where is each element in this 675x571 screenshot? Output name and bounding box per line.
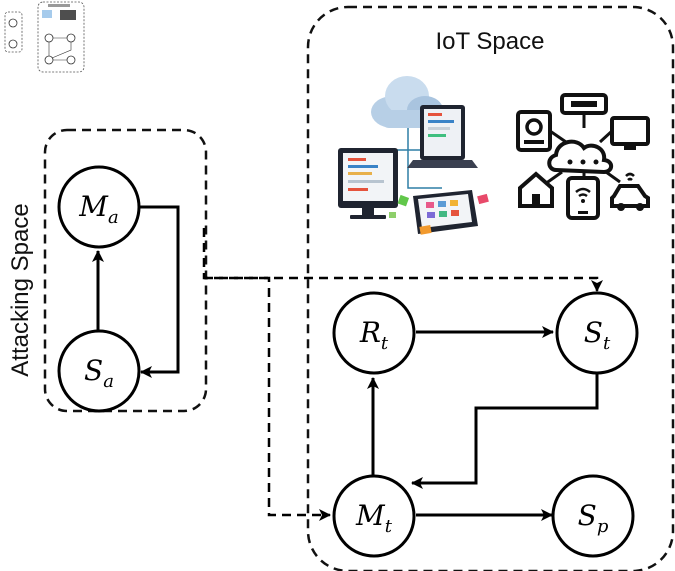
node-sp-sub: p — [597, 516, 609, 537]
svg-text:Rt: Rt — [359, 316, 389, 354]
attacking-space-box — [43, 128, 208, 413]
node-mt[interactable]: Mt — [332, 474, 416, 558]
diagram-thumbnail-icon — [4, 1, 85, 73]
node-rt-sub: t — [381, 333, 389, 354]
node-rt-main: R — [359, 316, 381, 349]
cloud-devices-icon — [338, 76, 489, 235]
iot-space-title: IoT Space — [436, 28, 545, 55]
dashed-edges — [202, 228, 603, 521]
svg-text:Sp: Sp — [578, 499, 609, 537]
svg-text:Mt: Mt — [355, 499, 393, 537]
edges — [92, 205, 599, 521]
node-mt-sub: t — [385, 516, 393, 537]
node-ma[interactable]: Ma — [57, 165, 141, 249]
node-ma-main: M — [78, 190, 109, 223]
svg-text:St: St — [584, 316, 611, 354]
edge-ma-to-st-dashed — [202, 228, 603, 292]
iot-network-icon — [516, 93, 650, 220]
node-sp[interactable]: Sp — [551, 474, 635, 558]
edge-ma-to-mt-dashed — [204, 276, 331, 521]
attacking-space-title: Attacking Space — [7, 203, 34, 376]
node-sa-main: S — [84, 354, 103, 387]
node-sa[interactable]: Sa — [57, 329, 141, 413]
node-ma-sub: a — [108, 207, 119, 228]
iot-space-box — [306, 5, 675, 571]
node-mt-main: M — [355, 499, 386, 532]
edge-ma-to-sa — [138, 205, 180, 378]
node-st-main: S — [584, 316, 603, 349]
svg-text:Ma: Ma — [78, 190, 118, 228]
node-st[interactable]: St — [555, 291, 639, 375]
node-rt[interactable]: Rt — [332, 291, 416, 375]
node-sa-sub: a — [103, 371, 114, 392]
svg-text:Sa: Sa — [84, 354, 114, 392]
node-st-sub: t — [603, 333, 611, 354]
node-sp-main: S — [578, 499, 597, 532]
edge-st-to-mt — [411, 374, 599, 489]
